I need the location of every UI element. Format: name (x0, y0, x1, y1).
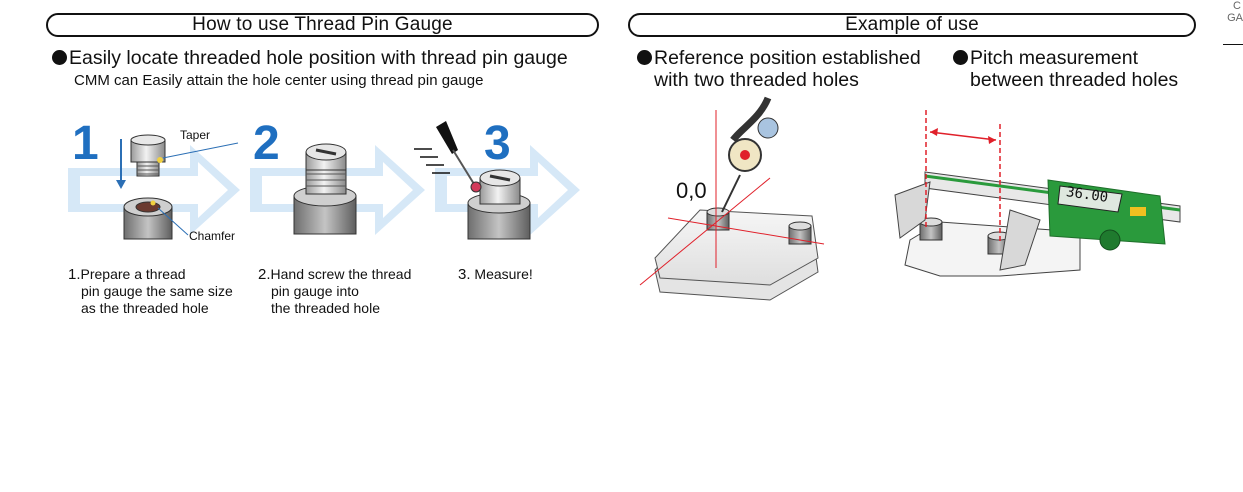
step1-caption: 1.Prepare a thread pin gauge the same si… (68, 266, 233, 316)
bullet-dot (52, 50, 67, 65)
origin-label: 0,0 (676, 178, 707, 203)
pitch-bullet: Pitch measurement between threaded holes (953, 47, 1213, 91)
step-number-1: 1 (72, 117, 99, 170)
section-header-how-to-use: How to use Thread Pin Gauge (46, 13, 599, 37)
reference-bullet: Reference position established with two … (637, 47, 937, 91)
reference-plate-illustration (639, 96, 825, 301)
step1-gauge-icon (116, 134, 239, 240)
taper-label: Taper (180, 128, 211, 142)
step3-probe-icon (414, 121, 531, 240)
step2-caption: 2.Hand screw the thread pin gauge into t… (258, 266, 412, 316)
corner-rule (1223, 44, 1243, 45)
step3-caption: 3. Measure! (458, 266, 533, 283)
intro-subtext: CMM can Easily attain the hole center us… (74, 72, 484, 89)
chamfer-label: Chamfer (189, 229, 236, 243)
bullet-dot (953, 50, 968, 65)
step-number-3: 3 (484, 117, 511, 170)
intro-bullet: Easily locate threaded hole position wit… (52, 47, 568, 69)
step2-gauge-icon (293, 143, 357, 235)
step-number-2: 2 (253, 117, 280, 170)
caliper-illustration (894, 110, 1181, 277)
bullet-dot (637, 50, 652, 65)
section-header-example-of-use: Example of use (628, 13, 1196, 37)
